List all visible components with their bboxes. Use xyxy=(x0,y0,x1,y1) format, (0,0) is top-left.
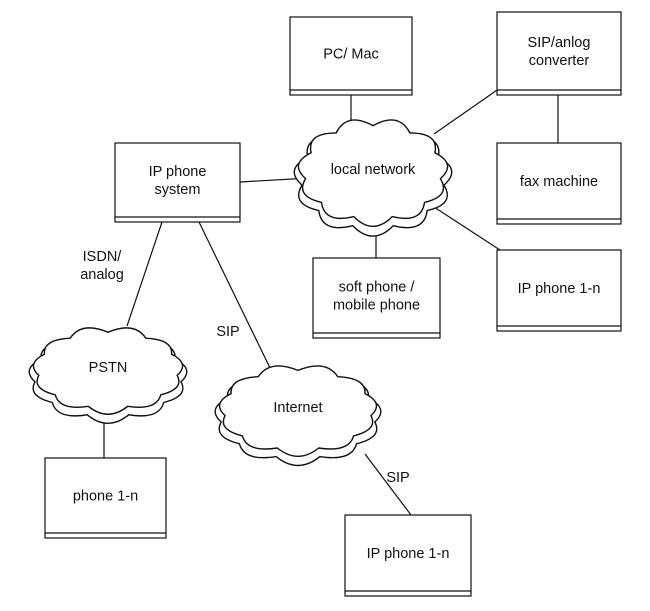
edge-system-pstn xyxy=(126,221,163,327)
edge-converter-local xyxy=(433,87,501,135)
node-fax-machine-label-line: fax machine xyxy=(520,174,598,190)
node-ip-phone-internet-label-line: IP phone 1-n xyxy=(367,546,450,562)
cloud-local-network-label-line: local network xyxy=(331,162,416,178)
node-sip-converter-label: SIP/anlog converter xyxy=(528,35,591,69)
edge-label-sip-internet: SIP xyxy=(386,470,409,486)
node-soft-phone: soft phone / mobile phone xyxy=(312,257,441,339)
cloud-pstn-shape xyxy=(32,327,184,415)
edge-system-internet xyxy=(198,221,272,371)
node-ip-phone-internet-rect xyxy=(344,514,472,597)
edge-label-isdn: ISDN/analog xyxy=(80,249,124,283)
node-soft-phone-label-line: soft phone / xyxy=(339,280,416,296)
cloud-local-network-shape xyxy=(297,119,449,228)
node-ip-phone-system-label-line: IP phone xyxy=(149,164,207,180)
edge-label-isdn-line: ISDN/ xyxy=(83,249,123,265)
node-sip-converter-label-line: SIP/anlog xyxy=(528,35,591,51)
node-fax-machine-rect xyxy=(496,142,622,225)
node-ip-phone-internet: IP phone 1-n xyxy=(344,514,472,597)
node-ip-phone-local-rect xyxy=(496,249,622,332)
node-pc-mac-rect xyxy=(289,16,413,96)
node-phone-pstn: phone 1-n xyxy=(44,457,167,539)
node-ip-phone-local-label-line: IP phone 1-n xyxy=(518,281,601,297)
cloud-internet: Internet xyxy=(214,365,382,467)
node-ip-phone-system: IP phone system xyxy=(114,142,241,223)
node-sip-converter-label-line: converter xyxy=(529,53,590,69)
edge-internet-ipphone xyxy=(364,453,412,516)
node-ip-phone-system-label-line: system xyxy=(155,182,201,198)
node-sip-converter-rect xyxy=(496,11,622,96)
node-pc-mac-label-line: PC/ Mac xyxy=(323,47,379,63)
node-soft-phone-label-line: mobile phone xyxy=(333,298,420,314)
cloud-internet-label: Internet xyxy=(273,400,322,416)
edge-local-ipphone xyxy=(433,206,501,251)
node-ip-phone-system-label: IP phone system xyxy=(149,164,207,198)
node-ip-phone-system-rect xyxy=(114,142,241,223)
node-pc-mac-label: PC/ Mac xyxy=(323,47,379,63)
node-sip-converter: SIP/anlog converter xyxy=(496,11,622,96)
edge-label-sip-internet-line: SIP xyxy=(386,470,409,486)
node-phone-pstn-label: phone 1-n xyxy=(73,489,138,505)
edge-label-isdn-line: analog xyxy=(80,267,124,283)
node-phone-pstn-rect xyxy=(44,457,167,539)
cloud-pstn-label: PSTN xyxy=(89,360,128,376)
node-ip-phone-local-label: IP phone 1-n xyxy=(518,281,601,297)
node-phone-pstn-label-line: phone 1-n xyxy=(73,489,138,505)
node-ip-phone-internet-label: IP phone 1-n xyxy=(367,546,450,562)
cloud-local-network-label: local network xyxy=(331,162,416,178)
cloud-local-network: local network xyxy=(293,119,453,237)
node-pc-mac: PC/ Mac xyxy=(289,16,413,96)
cloud-internet-label-line: Internet xyxy=(273,400,322,416)
node-fax-machine-label: fax machine xyxy=(520,174,598,190)
node-ip-phone-local: IP phone 1-n xyxy=(496,249,622,332)
cloud-internet-shape xyxy=(218,365,378,457)
connectors xyxy=(103,87,559,516)
edge-label-sip-system-line: SIP xyxy=(216,324,239,340)
cloud-pstn: PSTN xyxy=(28,327,188,424)
node-soft-phone-label: soft phone / mobile phone xyxy=(333,280,420,314)
edge-label-sip-system: SIP xyxy=(216,324,239,340)
node-soft-phone-rect xyxy=(312,257,441,339)
cloud-pstn-label-line: PSTN xyxy=(89,360,128,376)
node-fax-machine: fax machine xyxy=(496,142,622,225)
